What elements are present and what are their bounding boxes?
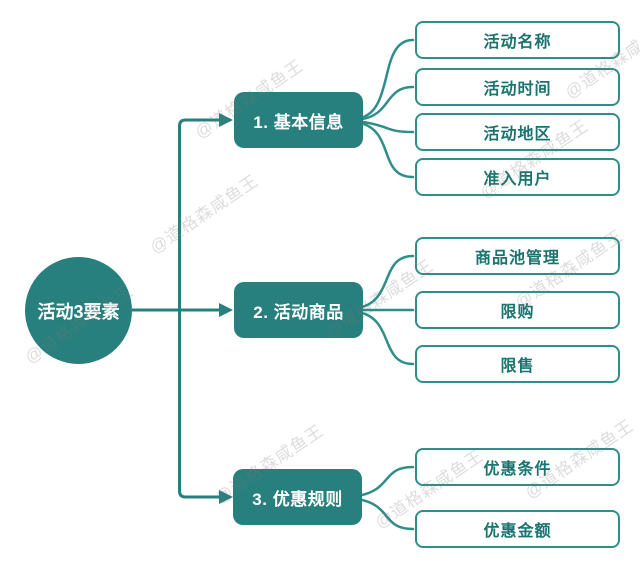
- branch-basic-info[interactable]: 1. 基本信息: [234, 92, 363, 148]
- edge-trunk-to-branch3: [178, 308, 222, 499]
- leaf-activity-region[interactable]: 活动地区: [415, 113, 620, 151]
- edge-branch1-leaf4: [358, 121, 415, 179]
- edge-branch1-leaf2: [358, 85, 415, 121]
- arrow-branch3-icon: [219, 490, 233, 504]
- arrowheads: [219, 113, 233, 504]
- edge-branch1-leaf1: [358, 38, 415, 120]
- leaf-discount-condition[interactable]: 优惠条件: [415, 448, 620, 486]
- branch-activity-product[interactable]: 2. 活动商品: [234, 282, 363, 338]
- root-node[interactable]: 活动3要素: [25, 257, 132, 364]
- arrow-branch1-icon: [219, 113, 233, 127]
- edge-branch1-leaf3: [358, 120, 415, 134]
- edge-branch3-leaf2: [358, 498, 415, 531]
- edge-branch2-leaf3: [358, 311, 415, 366]
- leaf-purchase-limit[interactable]: 限购: [415, 291, 620, 329]
- fan-curves: [358, 38, 415, 531]
- edge-branch2-leaf1: [358, 254, 415, 309]
- leaf-activity-time[interactable]: 活动时间: [415, 68, 620, 106]
- trunk-lines: [130, 118, 222, 499]
- edge-branch3-leaf1: [358, 465, 415, 497]
- edge-trunk-to-branch1: [178, 118, 222, 312]
- leaf-access-user[interactable]: 准入用户: [415, 158, 620, 196]
- leaf-product-pool[interactable]: 商品池管理: [415, 237, 620, 275]
- arrow-branch2-icon: [219, 303, 233, 317]
- branch-discount-rule[interactable]: 3. 优惠规则: [233, 469, 362, 525]
- leaf-discount-amount[interactable]: 优惠金额: [415, 510, 620, 548]
- leaf-sale-limit[interactable]: 限售: [415, 345, 620, 383]
- leaf-activity-name[interactable]: 活动名称: [415, 21, 620, 59]
